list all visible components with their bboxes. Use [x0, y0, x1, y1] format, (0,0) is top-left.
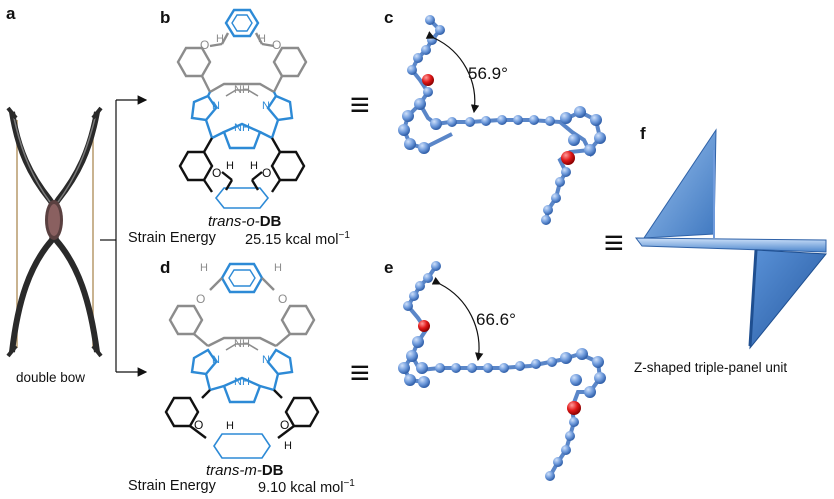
atom-o: O: [272, 38, 282, 52]
crystal-structure-top: [398, 15, 606, 225]
crystal-structure-bottom: [398, 261, 606, 481]
atom-nh: NH: [234, 122, 250, 134]
atom-nh: NH: [234, 338, 250, 350]
atom-h: H: [216, 33, 224, 45]
atom-nh: NH: [234, 376, 250, 388]
atom-h: H: [284, 440, 292, 452]
z-shaped-triple-panel-unit: [634, 128, 828, 350]
atom-o: O: [278, 292, 288, 306]
strain-value: 9.10 kcal mol: [258, 479, 344, 496]
atom-n: N: [212, 354, 220, 366]
crystal-atoms-bottom: [398, 261, 606, 481]
atom-o: O: [200, 38, 210, 52]
equivalence-symbol: ≡: [350, 354, 370, 392]
molecule-top-name-bold: DB: [259, 213, 282, 230]
atom-h: H: [226, 420, 234, 432]
atom-h: H: [200, 262, 208, 274]
double-bow-illustration: [6, 106, 103, 358]
double-bow-label: double bow: [16, 370, 86, 385]
molecule-bottom-structure: [164, 262, 320, 459]
panel-label-b: b: [160, 8, 171, 27]
molecule-top-name: trans-o-DB: [208, 213, 281, 230]
panel-label-c: c: [384, 8, 394, 27]
panel-label-f: f: [640, 124, 646, 143]
strain-exponent: −1: [338, 230, 350, 241]
equivalence-symbol: ≡: [350, 86, 370, 124]
panel-label-a: a: [6, 4, 16, 23]
atom-o: O: [194, 418, 204, 432]
strain-exponent: −1: [343, 478, 355, 489]
molecule-bottom-strain-energy: 9.10 kcal mol−1: [258, 478, 355, 496]
equivalence-symbol: ≡: [604, 224, 624, 262]
atom-n: N: [262, 100, 270, 112]
atom-h: H: [250, 160, 258, 172]
atom-n: N: [262, 354, 270, 366]
dihedral-angle-e: 66.6°: [476, 310, 516, 329]
molecule-bottom-name-prefix: trans-m-: [206, 462, 262, 479]
bracket-arrows: [100, 95, 148, 377]
molecule-bottom-name-bold: DB: [261, 462, 284, 479]
atom-h: H: [274, 262, 282, 274]
panel-label-d: d: [160, 258, 171, 277]
dihedral-angle-c: 56.9°: [468, 64, 508, 83]
atom-o: O: [262, 166, 272, 180]
molecule-top-strain-label: Strain Energy: [128, 230, 216, 246]
molecule-top-structure: [176, 8, 308, 209]
molecule-top-strain-energy: 25.15 kcal mol−1: [245, 230, 350, 248]
molecule-bottom-strain-label: Strain Energy: [128, 478, 216, 494]
z-shape-caption: Z-shaped triple-panel unit: [634, 360, 788, 375]
atom-h: H: [258, 33, 266, 45]
molecule-bottom-name: trans-m-DB: [206, 462, 284, 479]
atom-o: O: [196, 292, 206, 306]
molecule-top-name-prefix: trans-o-: [208, 213, 260, 230]
atom-n: N: [212, 100, 220, 112]
atom-o: O: [212, 166, 222, 180]
atom-nh: NH: [234, 84, 250, 96]
atom-h: H: [226, 160, 234, 172]
atom-o: O: [280, 418, 290, 432]
strain-value: 25.15 kcal mol: [245, 231, 339, 248]
panel-label-e: e: [384, 258, 394, 277]
